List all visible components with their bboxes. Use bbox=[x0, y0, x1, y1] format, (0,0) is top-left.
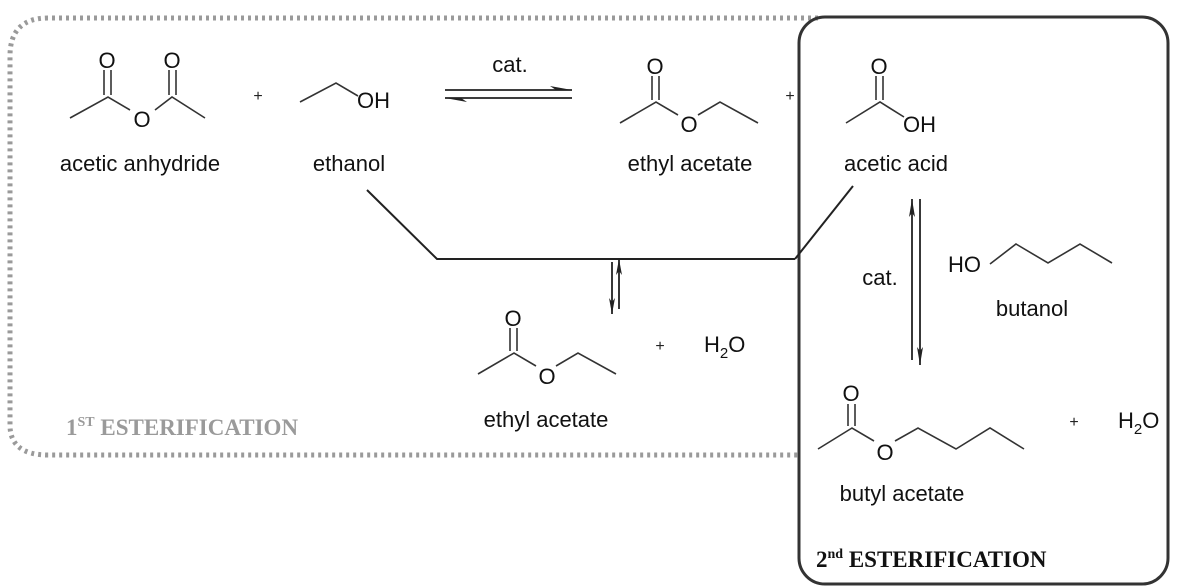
equilibrium-arrow-middle bbox=[609, 259, 622, 314]
connector-acetic-acid-to-junction bbox=[794, 185, 854, 260]
plus-sign: + bbox=[655, 338, 664, 355]
label-butanol: butanol bbox=[996, 296, 1068, 321]
second-esterification-region bbox=[797, 15, 1170, 586]
catalyst-label-side: cat. bbox=[862, 265, 897, 290]
first-esterification-region bbox=[7, 15, 818, 458]
atom-O: O bbox=[133, 107, 150, 132]
ethyl-acetate-structure-top: O O bbox=[619, 54, 759, 137]
water-formula: H2O bbox=[704, 332, 745, 362]
plus-sign: + bbox=[785, 88, 794, 105]
acetic-anhydride-structure: O O O bbox=[69, 48, 206, 132]
atom-O: O bbox=[870, 54, 887, 79]
atom-HO: HO bbox=[948, 252, 981, 277]
acetic-acid-structure: O OH bbox=[845, 54, 936, 137]
atom-OH: OH bbox=[357, 88, 390, 113]
atom-O: O bbox=[538, 364, 555, 389]
label-butyl-acetate: butyl acetate bbox=[840, 481, 965, 506]
ethanol-structure: OH bbox=[299, 82, 390, 113]
atom-O: O bbox=[646, 54, 663, 79]
atom-O: O bbox=[876, 440, 893, 465]
atom-O: O bbox=[98, 48, 115, 73]
atom-O: O bbox=[842, 381, 859, 406]
plus-sign: + bbox=[1069, 414, 1078, 431]
water-formula: H2O bbox=[1118, 408, 1159, 438]
connector-ethanol-to-junction bbox=[366, 189, 795, 260]
atom-O: O bbox=[504, 306, 521, 331]
label-acetic-anhydride: acetic anhydride bbox=[60, 151, 220, 176]
ethyl-acetate-structure-bottom: O O bbox=[477, 306, 617, 389]
plus-sign: + bbox=[253, 88, 262, 105]
label-ethyl-acetate-top: ethyl acetate bbox=[628, 151, 753, 176]
label-ethyl-acetate-bottom: ethyl acetate bbox=[484, 407, 609, 432]
label-acetic-acid: acetic acid bbox=[844, 151, 948, 176]
atom-O: O bbox=[680, 112, 697, 137]
catalyst-label-top: cat. bbox=[492, 52, 527, 77]
first-esterification-label: 1ST ESTERIFICATION bbox=[66, 415, 298, 440]
atom-OH: OH bbox=[903, 112, 936, 137]
atom-O: O bbox=[163, 48, 180, 73]
equilibrium-arrow-top bbox=[445, 86, 572, 102]
butanol-structure: HO bbox=[948, 243, 1113, 277]
equilibrium-arrow-right bbox=[909, 199, 923, 365]
label-ethanol: ethanol bbox=[313, 151, 385, 176]
butyl-acetate-structure: O O bbox=[817, 381, 1025, 465]
second-esterification-label: 2nd ESTERIFICATION bbox=[816, 547, 1047, 572]
